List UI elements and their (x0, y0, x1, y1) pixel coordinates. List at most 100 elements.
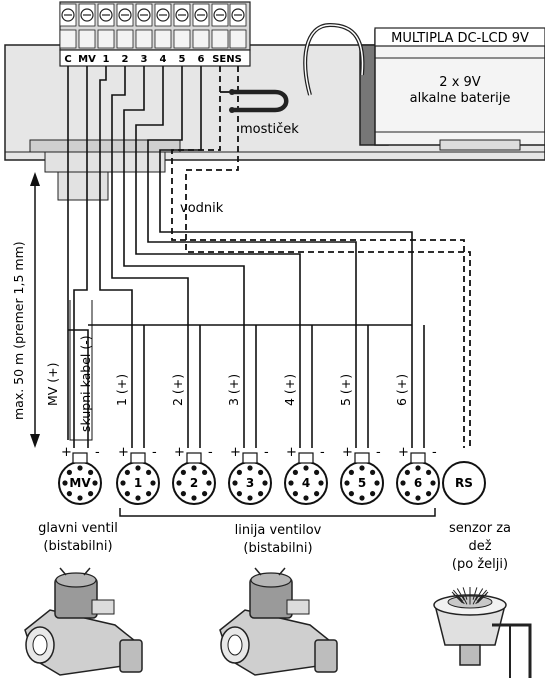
terminal-clamp (135, 29, 153, 49)
terminal-block (59, 1, 251, 67)
wire-5-label: 5 (+) (338, 374, 353, 406)
solenoid-connector (72, 452, 88, 464)
terminal-clamp (173, 29, 191, 49)
zone-4-wire (135, 66, 301, 448)
solenoid-bolt (359, 495, 365, 501)
valve-1-solenoid (116, 452, 160, 505)
sensor-wire-a (171, 66, 465, 448)
v1-minus-mark: - (152, 445, 157, 460)
terminal-label-2: 2 (122, 54, 129, 65)
zone-5-wire (147, 66, 357, 448)
solenoid-bolt (426, 469, 432, 475)
solenoid-bolt (359, 465, 365, 471)
rain-sensor-caption-2: dež (468, 539, 491, 554)
solenoid-bolt (415, 495, 421, 501)
controller-title: MULTIPLA DC-LCD 9V (391, 31, 529, 46)
terminal-clamp (116, 29, 134, 49)
solenoid-bolt (314, 491, 320, 497)
valve-line-caption-2: (bistabilni) (243, 541, 312, 556)
zone-3-wire (123, 66, 245, 448)
solenoid-bolt (77, 465, 83, 471)
solenoid-bolt (370, 469, 376, 475)
terminal-clamp (229, 29, 247, 49)
solenoid-bolt (348, 491, 354, 497)
terminal-clamp (78, 29, 96, 49)
solenoid-bolt (288, 480, 294, 486)
valve-solenoids (58, 452, 486, 505)
v5-minus-mark: - (376, 445, 381, 460)
valve-2-solenoid (172, 452, 216, 505)
rain-sensor-caption-1: senzor za (449, 521, 511, 536)
mv-wire-label: MV (+) (45, 362, 60, 406)
line-valve-illustration (219, 567, 338, 676)
solenoid-bolt (176, 480, 182, 486)
solenoid-connector (298, 452, 314, 464)
solenoid-bolt (426, 491, 432, 497)
solenoid-connector (130, 452, 146, 464)
solenoid-bolt (62, 480, 68, 486)
valve-6-solenoid (396, 452, 440, 505)
solenoid-bolt (191, 465, 197, 471)
solenoid-bolt (404, 491, 410, 497)
polarity-marks: + - + - + - + - + - + - + - (61, 445, 437, 460)
wire-1-label: 1 (+) (114, 374, 129, 406)
solenoid-bolt (88, 491, 94, 497)
common-wire-to-mv (68, 329, 89, 448)
solenoid-bolt (146, 469, 152, 475)
solenoid-bolt (66, 491, 72, 497)
solenoid-bolt (232, 480, 238, 486)
terminal-clamp (97, 29, 115, 49)
solenoid-bolt (430, 480, 436, 486)
zone-2-wire (111, 66, 189, 448)
solenoid-bolt (135, 465, 141, 471)
solenoid-bolt (415, 465, 421, 471)
valve-2-label: 2 (190, 476, 198, 490)
rain-sensor-label: RS (455, 476, 473, 490)
max-length-label: max. 50 m (premer 1,5 mm) (11, 241, 26, 420)
wires (67, 66, 471, 448)
wire-4-label: 4 (+) (282, 374, 297, 406)
wire-2-label: 2 (+) (170, 374, 185, 406)
solenoid-bolt (66, 469, 72, 475)
solenoid-connector (410, 452, 426, 464)
sensor-spike (462, 596, 468, 605)
solenoid-bolt (262, 480, 268, 486)
solenoid-bolt (77, 495, 83, 501)
main-valve-caption-1: glavni ventil (38, 521, 118, 536)
solenoid-connector (186, 452, 202, 464)
solenoid-bolt (124, 491, 130, 497)
mv-minus-mark: - (95, 445, 100, 460)
solenoid-bolt (124, 469, 130, 475)
battery-line-1: 2 x 9V (439, 75, 481, 90)
solenoid-bolt (247, 465, 253, 471)
mv-wire (73, 66, 88, 448)
solenoid-bolt (247, 495, 253, 501)
solenoid-bolt (292, 469, 298, 475)
solenoid-bolt (236, 491, 242, 497)
terminal-labels: C MV 1 2 3 4 5 6 SENS (64, 54, 241, 65)
common-wire-label: skupni kabel (-) (78, 335, 93, 432)
battery-line-2: alkalne baterije (410, 91, 511, 106)
valve-4-solenoid (284, 452, 328, 505)
sensor-spike (456, 588, 465, 601)
v2-plus-mark: + (174, 445, 185, 460)
terminal-label-3: 3 (141, 54, 148, 65)
valve-mv-solenoid (58, 452, 102, 505)
solenoid-bolt (120, 480, 126, 486)
sensor-spike (475, 588, 484, 601)
v6-plus-mark: + (398, 445, 409, 460)
solenoid-bolt (314, 469, 320, 475)
terminal-clamp (211, 29, 229, 49)
battery-compartment: MULTIPLA DC-LCD 9V 2 x 9V alkalne bateri… (359, 27, 545, 151)
wire-3-label: 3 (+) (226, 374, 241, 406)
main-valve-caption-2: (bistabilni) (43, 539, 112, 554)
solenoid-bolt (135, 495, 141, 501)
bridge-label: mostiček (240, 122, 299, 137)
solenoid-bolt (370, 491, 376, 497)
terminal-label-sens: SENS (212, 54, 242, 65)
solenoid-bolt (88, 469, 94, 475)
solenoid-bolt (206, 480, 212, 486)
v5-plus-mark: + (342, 445, 353, 460)
terminal-label-1: 1 (103, 54, 110, 65)
